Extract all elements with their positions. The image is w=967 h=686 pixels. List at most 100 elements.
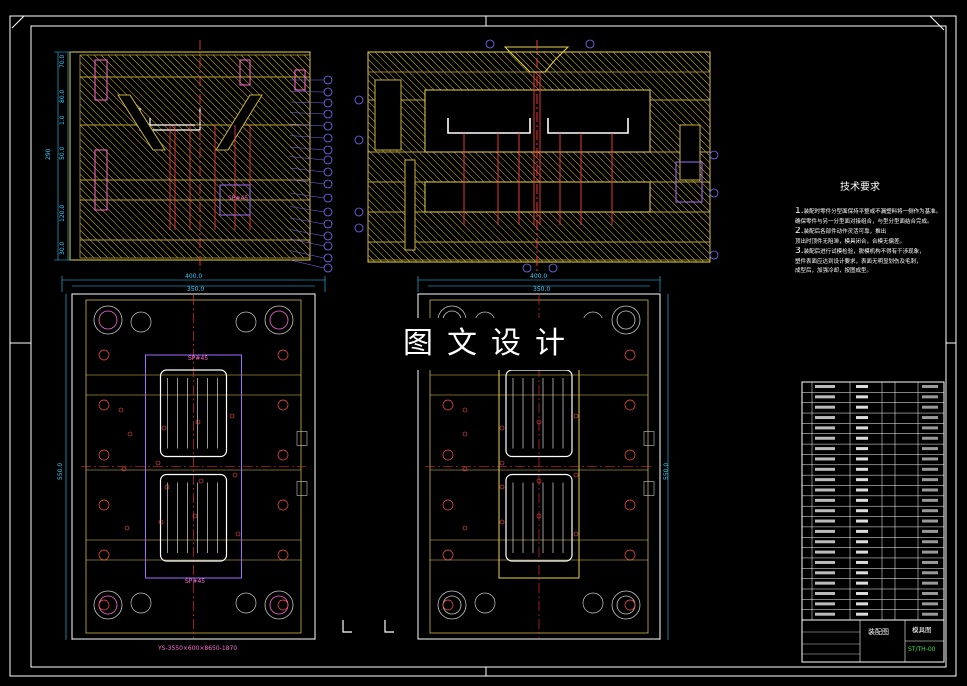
leader-line xyxy=(289,238,325,247)
screw-hole xyxy=(624,549,636,561)
product-cavity xyxy=(159,369,228,458)
bom-entry-mark xyxy=(856,385,868,388)
bom-entry-mark xyxy=(922,395,938,399)
water-fitting xyxy=(296,481,308,496)
bom-entry-mark xyxy=(922,385,938,388)
bom-entry-mark xyxy=(922,612,938,616)
part-balloon xyxy=(354,135,364,145)
leader-line xyxy=(289,259,325,269)
screw-hole xyxy=(624,399,636,411)
bom-entry-mark xyxy=(856,395,868,399)
leader-line xyxy=(289,167,325,173)
bom-entry-mark xyxy=(922,602,938,606)
bom-entry-mark xyxy=(856,467,868,471)
spec-label-section: SP#45 xyxy=(228,195,248,202)
bom-entry-mark xyxy=(856,571,868,575)
part-balloon xyxy=(323,219,333,229)
product-cavity xyxy=(505,473,573,562)
bom-entry-mark xyxy=(815,395,835,399)
bom-entry-mark xyxy=(815,550,835,554)
tech-req-line: 2.装配后各部件动作灵活可靠，推出 xyxy=(795,227,887,236)
water-fitting xyxy=(643,481,655,496)
tech-requirements: 1.装配时零件分型面保持平整或不漏塑料将一侧作为基准。 确保零件与另一分型面对接… xyxy=(795,207,945,277)
guide-bushing xyxy=(264,305,294,335)
ejector-pin xyxy=(499,519,505,525)
part-balloon xyxy=(323,179,333,189)
bom-entry-mark xyxy=(815,488,835,492)
guide-pin xyxy=(616,595,636,615)
screw-hole xyxy=(277,349,289,361)
dim-right-width: 400.0 xyxy=(530,273,547,280)
bom-entry-mark xyxy=(815,571,835,575)
ejector-pin xyxy=(158,519,164,525)
bom-entry-mark xyxy=(815,426,835,430)
leader-line xyxy=(289,156,325,161)
part-balloon xyxy=(709,188,719,198)
bom-entry-mark xyxy=(922,405,938,409)
return-pin xyxy=(235,311,257,333)
guide-bushing xyxy=(611,305,641,335)
guide-bushing xyxy=(611,590,641,620)
bom-entry-mark xyxy=(856,426,868,430)
bom-entry-mark xyxy=(856,457,868,461)
guide-pin xyxy=(98,310,118,330)
bom-entry-mark xyxy=(856,436,868,440)
leader-line xyxy=(289,250,325,259)
dim-seg-4: 50.0 xyxy=(59,146,66,160)
ejector-pin xyxy=(232,472,238,478)
ejector-pin xyxy=(198,478,204,484)
bom-entry-mark xyxy=(922,519,938,523)
tech-req-line: 塑件表面应达到设计要求，表面无明显划伤及毛刺， xyxy=(795,258,922,265)
bom-entry-mark xyxy=(815,612,835,616)
bom-entry-mark xyxy=(856,519,868,523)
bom-entry-mark xyxy=(856,498,868,502)
bom-entry-mark xyxy=(922,457,938,461)
dim-left-inner: 350.0 xyxy=(187,286,204,293)
screw-hole xyxy=(442,599,454,611)
bom-entry-mark xyxy=(922,581,938,585)
ejector-pin xyxy=(462,431,468,437)
part-balloon xyxy=(323,109,333,119)
bom-entry-mark xyxy=(815,416,835,420)
ejector-pin xyxy=(121,466,127,472)
dim-total: 290 xyxy=(45,148,52,160)
screw-hole xyxy=(442,549,454,561)
bom-entry-mark xyxy=(922,478,938,482)
guide-bushing xyxy=(93,590,123,620)
part-balloon xyxy=(323,75,333,85)
return-pin xyxy=(474,592,496,614)
bom-entry-mark xyxy=(815,519,835,523)
dim-seg-6: 30.0 xyxy=(59,241,66,255)
screw-hole xyxy=(98,499,110,511)
bom-entry-mark xyxy=(815,467,835,471)
ejector-pin xyxy=(462,525,468,531)
drawing-frame xyxy=(9,15,957,677)
screw-hole xyxy=(442,499,454,511)
leader-line xyxy=(289,206,325,213)
tech-req-line: 确保零件与另一分型面对接组合，与型分型面结合完成。 xyxy=(795,218,933,225)
bom-entry-mark xyxy=(815,592,835,595)
tech-requirements-heading: 技术要求 xyxy=(840,182,880,193)
ejector-pin xyxy=(573,413,579,419)
dim-left-height: 550.0 xyxy=(57,463,64,480)
tech-req-line: 顶出时顶件无阻滞，模具闭合，合模无偏差。 xyxy=(795,238,906,245)
spec-label-left-a: SP#45 xyxy=(188,355,208,362)
tech-req-line: 成型后，加强冷却，按图成型。 xyxy=(795,268,873,274)
watermark: 图文设计 xyxy=(375,318,607,370)
part-balloon xyxy=(323,145,333,155)
top-view-right: 400.0 350.0 550.0 xyxy=(417,273,670,640)
ejector-pin xyxy=(499,425,505,431)
ejector-pin xyxy=(127,431,133,437)
bom-entry-mark xyxy=(856,478,868,482)
bom-entry-mark xyxy=(922,467,938,471)
tech-req-line: 3.装配后进行试模检验，脱模机构不得有干涉现象， xyxy=(795,247,925,256)
bom-entry-mark xyxy=(922,416,938,420)
bom-entry-mark xyxy=(815,498,835,502)
leader-line xyxy=(289,192,325,199)
part-balloon xyxy=(585,39,595,49)
bom-entry-mark xyxy=(815,529,835,533)
part-balloon xyxy=(323,167,333,177)
bom-entry-mark xyxy=(856,540,868,544)
bom-entry-mark xyxy=(856,602,868,606)
